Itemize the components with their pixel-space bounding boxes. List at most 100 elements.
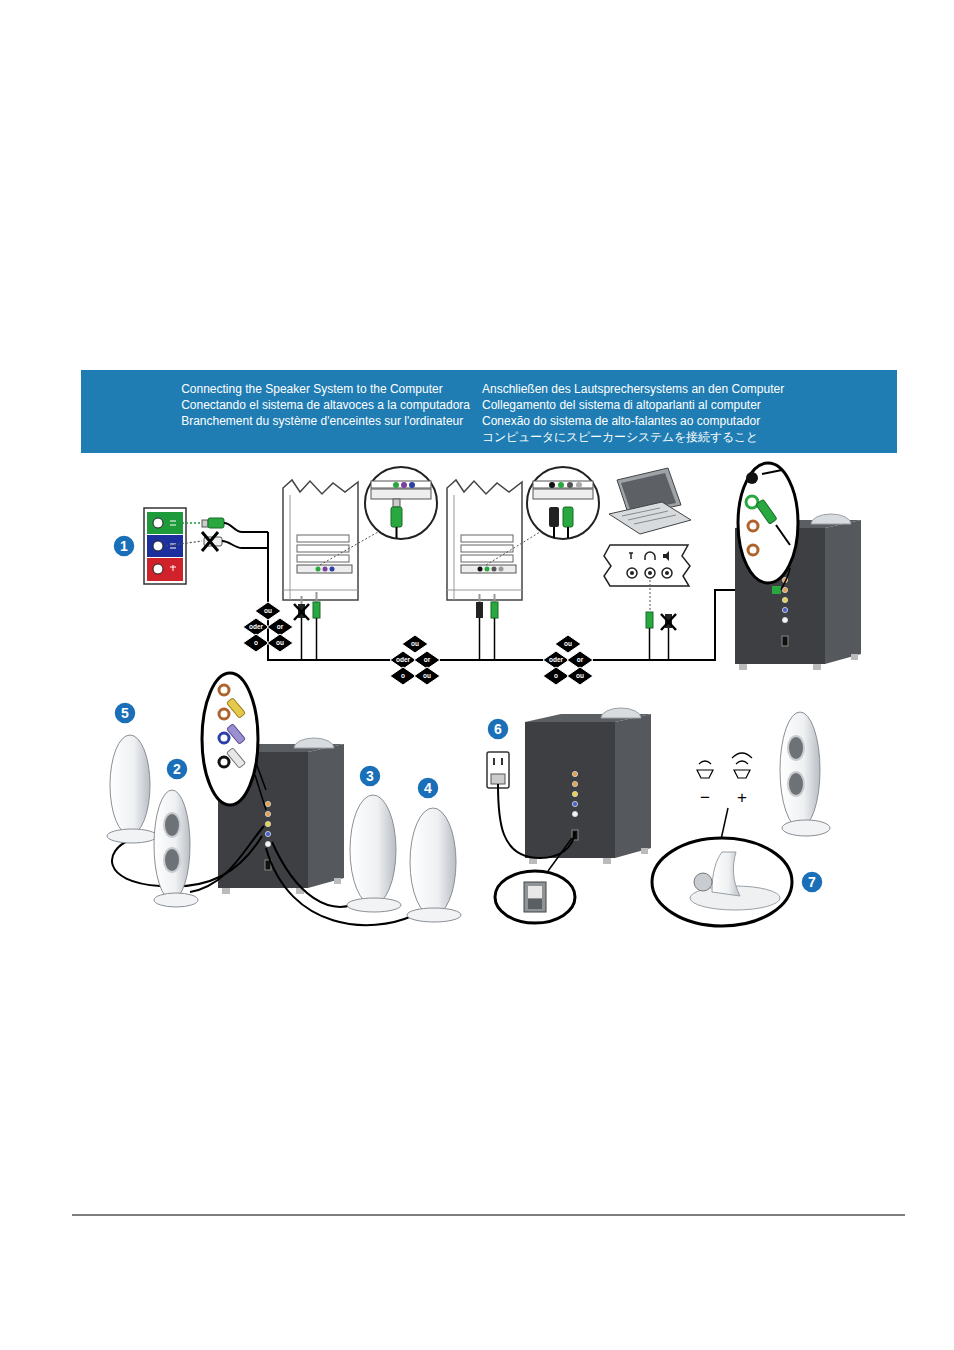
laptop-part: [622, 508, 676, 524]
desktop-tower-part: [290, 495, 291, 600]
diamond-outline: [390, 667, 416, 685]
volume-icons: [697, 753, 752, 778]
choice-word: ou: [276, 640, 284, 647]
desktop-tower-part: [297, 545, 349, 552]
power-outlet-part: [487, 752, 509, 788]
heading-text: コンピュータにスピーカーシステムを接続すること: [482, 429, 784, 445]
front-speaker-part: [782, 820, 830, 836]
speaker-part: [407, 908, 461, 922]
speaker: [407, 808, 461, 922]
diamond-outline: [555, 635, 581, 653]
diamond-outline: [543, 667, 569, 685]
power-outlet-part: [498, 784, 575, 858]
sound-card-jack-panel-part: [147, 558, 183, 581]
subwoofer-output-detail-part: [202, 673, 258, 805]
callout-anchor: 5: [121, 706, 129, 720]
choice-word: or: [424, 657, 431, 664]
sound-card-jack-panel: [144, 508, 186, 584]
magnifier-lens-part: [549, 507, 559, 527]
sound-card-jack-panel-part: [153, 541, 163, 551]
desktop-tower: [447, 480, 540, 600]
power-switch-detail: [495, 838, 575, 923]
choice-diamond: ou: [402, 635, 428, 653]
callout-circles-part: [114, 702, 136, 724]
callout-anchor: 6: [494, 722, 502, 736]
choice-word: ou: [411, 641, 419, 648]
choice-word: oder: [549, 657, 563, 664]
laptop-jack-strip-part: [648, 571, 652, 575]
choice-diamond: ou: [255, 602, 281, 620]
laptop-jack-strip-part: [604, 545, 690, 586]
laptop-jack-strip-part: [645, 568, 655, 578]
laptop-jack-strip: [604, 545, 690, 610]
desktop-tower-part: [461, 565, 516, 573]
callout-anchor: 3: [366, 769, 374, 783]
choice-diamond: or: [414, 651, 440, 669]
speaker-cables-part: [190, 826, 264, 892]
front-speaker-part: [788, 772, 804, 796]
choice-word: ou: [264, 608, 272, 615]
choice-word: ou: [576, 673, 584, 680]
subwoofer-input-detail-part: [746, 496, 758, 508]
choice-word: o: [401, 673, 405, 680]
power-outlet: [487, 752, 575, 858]
diamond-outline: [267, 634, 293, 652]
magnifier-lens-part: [393, 499, 400, 507]
laptop-jack-strip-part: [629, 553, 633, 559]
wrong-plug-crossed-part: [166, 541, 202, 546]
magnifier-lens-part: [576, 482, 582, 488]
desktop-tower: [283, 480, 378, 600]
subwoofer-output-detail-part-part: [227, 748, 246, 768]
subwoofer-input-detail-part: [776, 525, 790, 545]
callout-anchor: 1: [120, 539, 128, 553]
polarity-sign-anchor: +: [737, 789, 747, 806]
tower-plugs-part: [316, 592, 318, 602]
choice-diamond: o: [543, 667, 569, 685]
volume-icons-part: [732, 753, 752, 758]
diamond-outline: [567, 667, 593, 685]
tower-plugs-part: [301, 618, 303, 660]
subwoofer-input-detail-part-part: [756, 499, 777, 524]
heading-text: Conectando el sistema de altavoces a la …: [181, 397, 470, 413]
magnifier-lens-part: [549, 482, 555, 488]
choice-diamond: or: [567, 651, 593, 669]
tower-plugs-part: [479, 594, 481, 602]
desktop-tower-part: [461, 555, 513, 562]
diamond-outline: [267, 618, 293, 636]
choice-word: oder: [249, 624, 263, 631]
front-speaker: [154, 790, 198, 907]
magnifier-lens: [527, 467, 599, 539]
tower-plugs: [294, 592, 320, 660]
line-out-plug-part: [166, 522, 202, 524]
front-speaker-part: [164, 813, 180, 837]
subwoofer-input-detail-part: [748, 545, 758, 555]
callout-anchor: 7: [808, 875, 816, 889]
volume-icons-part: [736, 761, 748, 764]
magnifier-lens-part: [558, 482, 564, 488]
subwoofer-output-detail-part-part: [227, 698, 246, 718]
wrong-plug-crossed-part: [222, 541, 268, 548]
desktop-tower-part: [330, 567, 335, 572]
subwoofer-output-detail-part: [219, 733, 229, 743]
laptop-plugs-part: [661, 614, 676, 630]
speaker-part: [350, 795, 396, 905]
subwoofer-output-detail-part: [219, 685, 229, 695]
laptop-plugs: [646, 612, 676, 660]
power-outlet-part: [491, 774, 505, 784]
front-speaker-part: [154, 790, 190, 900]
laptop-jack-strip-part: [665, 571, 669, 575]
callout-circles: [113, 535, 823, 893]
diamond-outline: [243, 618, 269, 636]
power-switch-detail-part: [528, 886, 542, 898]
choice-diamond: o: [390, 667, 416, 685]
choice-word: ou: [564, 641, 572, 648]
text-column: Connecting the Speaker System to the Com…: [181, 381, 470, 429]
tower-plugs-part: [494, 618, 496, 660]
diamond-outline: [567, 651, 593, 669]
subwoofer-output-detail-part: [255, 775, 266, 810]
laptop-jack-strip-part: [627, 568, 637, 578]
desktop-tower-part: [461, 545, 513, 552]
front-speaker-part: [788, 736, 804, 760]
sound-card-jack-panel-part: [144, 508, 186, 584]
laptop-plugs-part: [646, 612, 653, 628]
